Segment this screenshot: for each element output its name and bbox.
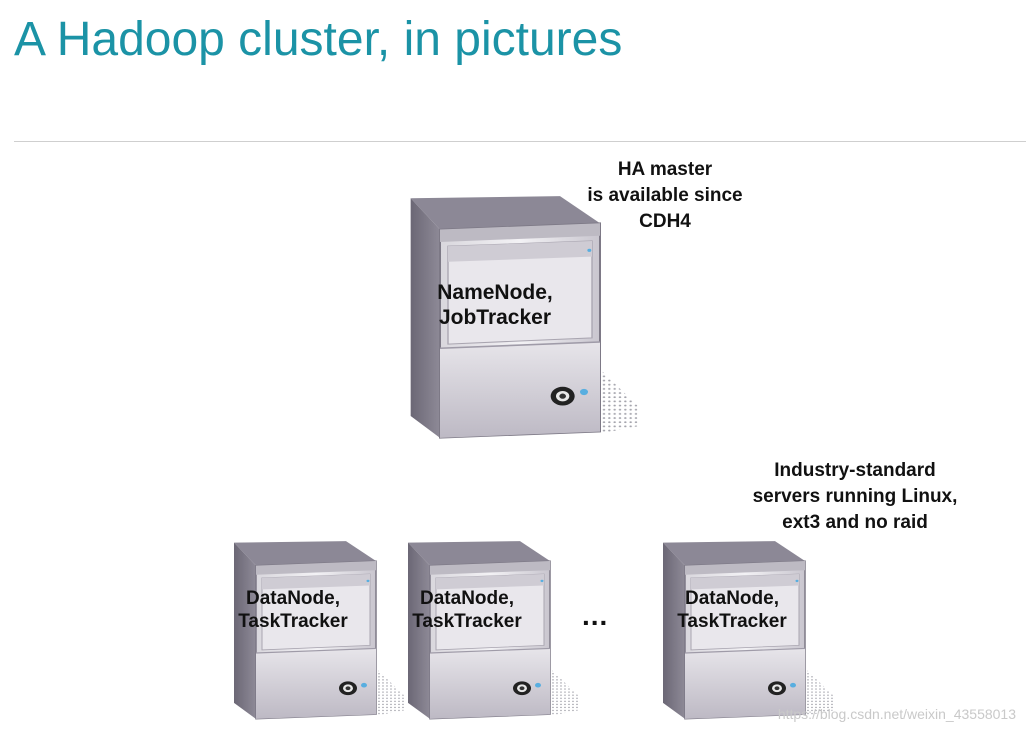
- master-note-line: HA master: [617, 159, 713, 180]
- workers-note-line: servers running Linux,: [752, 486, 958, 507]
- workers-note: Industry-standard servers running Linux,…: [725, 458, 985, 536]
- worker-label-line1: DataNode,: [246, 588, 340, 609]
- worker-label-line2: TaskTracker: [238, 610, 348, 632]
- master-label: NameNode, JobTracker: [375, 280, 615, 330]
- worker-label: DataNode, TaskTracker: [372, 588, 562, 634]
- worker-label-line1: DataNode,: [420, 588, 514, 609]
- worker-label-line2: TaskTracker: [412, 610, 522, 632]
- page-title: A Hadoop cluster, in pictures: [14, 13, 623, 66]
- master-label-line2: JobTracker: [438, 306, 552, 330]
- workers-note-line: Industry-standard: [774, 460, 936, 481]
- worker-server: DataNode, TaskTracker: [226, 538, 406, 722]
- master-note-line: is available since: [587, 185, 743, 206]
- master-label-line1: NameNode,: [437, 281, 553, 304]
- watermark: https://blog.csdn.net/weixin_43558013: [777, 706, 1016, 722]
- worker-label: DataNode, TaskTracker: [198, 588, 388, 634]
- worker-label-line2: TaskTracker: [677, 610, 787, 632]
- workers-note-line: ext3 and no raid: [782, 512, 928, 533]
- worker-server: DataNode, TaskTracker: [655, 538, 835, 722]
- master-server: NameNode, JobTracker: [400, 192, 640, 442]
- master-note-line: CDH4: [639, 211, 691, 232]
- worker-server: DataNode, TaskTracker: [400, 538, 580, 722]
- worker-label-line1: DataNode,: [685, 588, 779, 609]
- ellipsis: ...: [582, 600, 609, 631]
- divider: [14, 141, 1026, 142]
- master-note: HA master is available since CDH4: [560, 157, 770, 235]
- worker-label: DataNode, TaskTracker: [637, 588, 827, 634]
